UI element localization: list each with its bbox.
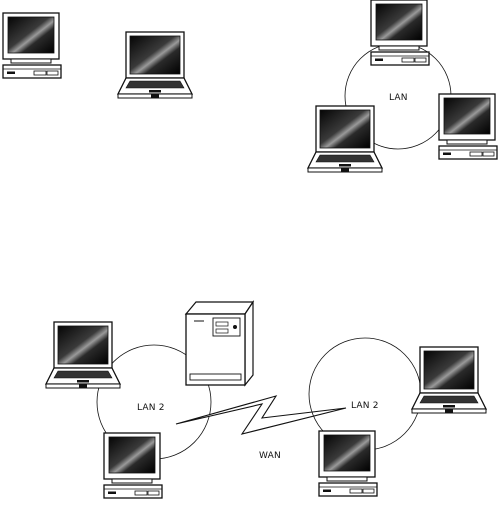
server-tower-icon (184, 300, 255, 387)
lan-left-group: LAN 2 (45, 321, 212, 499)
wan-label: WAN (259, 451, 281, 461)
lan-right-label: LAN 2 (351, 401, 379, 411)
lan-top-group: LAN (307, 0, 498, 173)
lan-top-desktop-computer-icon-right (438, 93, 498, 160)
standalone-laptop-icon (117, 31, 193, 99)
lan-top-label: LAN (389, 93, 408, 103)
lan-top-desktop-computer-icon (370, 0, 430, 66)
lan-top-laptop-icon (307, 105, 383, 173)
lan-right-group: LAN 2 (308, 337, 487, 497)
wan-lightning-link-icon (175, 395, 347, 435)
lan-right-laptop-icon (411, 346, 487, 414)
standalone-desktop-computer-icon (2, 12, 62, 79)
lan-left-laptop-icon (45, 321, 121, 389)
lan-left-desktop-computer-icon (103, 432, 163, 499)
lan-right-desktop-computer-icon (318, 430, 378, 497)
lan-left-label: LAN 2 (137, 403, 165, 413)
